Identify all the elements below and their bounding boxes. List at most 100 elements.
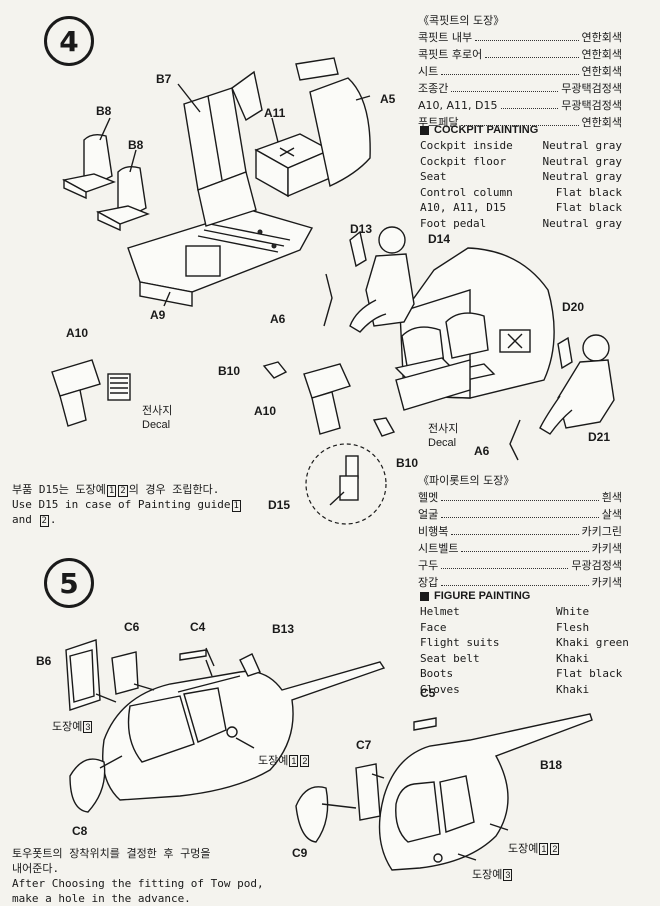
window-c8 bbox=[69, 758, 106, 813]
decal-ko-right: 전사지 bbox=[428, 423, 459, 435]
label-d21: D21 bbox=[588, 430, 611, 444]
label-a11: A11 bbox=[264, 106, 286, 120]
decal-label-right: 전사지 Decal bbox=[428, 422, 458, 450]
label-b10-bottom: B10 bbox=[396, 456, 419, 470]
decal-label-left: 전사지 Decal bbox=[142, 404, 172, 432]
cockpit-en-title: COCKPIT PAINTING bbox=[420, 122, 622, 138]
square-bullet-icon bbox=[420, 591, 429, 601]
decal-en-left: Decal bbox=[142, 419, 171, 431]
cockpit-ko-title: 《콕핏트의 도장》 bbox=[418, 14, 505, 27]
step5-arrows bbox=[95, 659, 509, 861]
tow-pod-note-en-1: After Choosing the fitting of Tow pod, bbox=[12, 877, 264, 890]
a10-part-right bbox=[262, 361, 396, 437]
d15-detail-circle bbox=[305, 443, 387, 525]
tow-pod-note: 토우폿트의 장착위치를 결정한 후 구멍을 내어준다. After Choosi… bbox=[12, 846, 264, 906]
label-a10-left: A10 bbox=[66, 326, 89, 340]
label-d15: D15 bbox=[268, 498, 291, 512]
seat-b8-right bbox=[95, 165, 150, 232]
label-b7: B7 bbox=[156, 72, 172, 86]
seat-back-part bbox=[183, 70, 263, 227]
label-c4: C4 bbox=[190, 620, 206, 634]
tow-pod-note-en-2: make a hole in the advance. bbox=[12, 892, 191, 905]
leader-lines bbox=[99, 83, 371, 307]
figure-en-title: FIGURE PAINTING bbox=[420, 588, 620, 604]
label-d13: D13 bbox=[350, 222, 373, 236]
helicopter-fuselage-right bbox=[378, 713, 593, 871]
label-b18: B18 bbox=[540, 758, 563, 772]
cockpit-floor-part bbox=[127, 209, 314, 307]
decal-ko-left: 전사지 bbox=[142, 405, 173, 417]
back-panel-part bbox=[295, 57, 371, 188]
label-c9: C9 bbox=[292, 846, 308, 860]
decal-en-right: Decal bbox=[428, 437, 457, 449]
a10-part-left bbox=[51, 359, 131, 427]
label-c8: C8 bbox=[72, 824, 88, 838]
step-4-number: 4 bbox=[44, 16, 94, 66]
window-c4 bbox=[179, 649, 207, 661]
window-c9 bbox=[295, 786, 329, 843]
square-bullet-icon bbox=[420, 125, 429, 135]
label-d20: D20 bbox=[562, 300, 585, 314]
label-b8-a: B8 bbox=[96, 104, 112, 118]
window-c6 bbox=[111, 651, 139, 695]
tow-pod-note-ko-1: 토우폿트의 장착위치를 결정한 후 구멍을 bbox=[12, 847, 211, 860]
tow-pod-note-ko-2: 내어준다. bbox=[12, 862, 60, 875]
label-c7: C7 bbox=[356, 738, 372, 752]
helicopter-fuselage-left bbox=[102, 647, 386, 801]
window-c7 bbox=[355, 763, 381, 821]
step-5-number: 5 bbox=[44, 558, 94, 608]
label-a5: A5 bbox=[380, 92, 396, 106]
label-b6: B6 bbox=[36, 654, 52, 668]
cockpit-assembly bbox=[394, 247, 555, 411]
control-box-part bbox=[254, 133, 332, 198]
pilot-ko-title: 《파이롯트의 도장》 bbox=[418, 474, 515, 487]
label-c5: C5 bbox=[420, 686, 436, 700]
label-b10-top: B10 bbox=[218, 364, 241, 378]
label-c6: C6 bbox=[124, 620, 140, 634]
label-a10-right: A10 bbox=[254, 404, 277, 418]
label-b8-b: B8 bbox=[128, 138, 144, 152]
label-a9: A9 bbox=[150, 308, 166, 322]
label-a6-bottom: A6 bbox=[474, 444, 490, 458]
label-a6-top: A6 bbox=[270, 312, 286, 326]
window-b6 bbox=[65, 639, 101, 711]
pilot-figure-right bbox=[509, 334, 615, 461]
label-b13: B13 bbox=[272, 622, 295, 636]
seat-b8-left bbox=[61, 133, 116, 200]
pilot-figure-left bbox=[323, 226, 415, 333]
label-d14: D14 bbox=[428, 232, 451, 246]
